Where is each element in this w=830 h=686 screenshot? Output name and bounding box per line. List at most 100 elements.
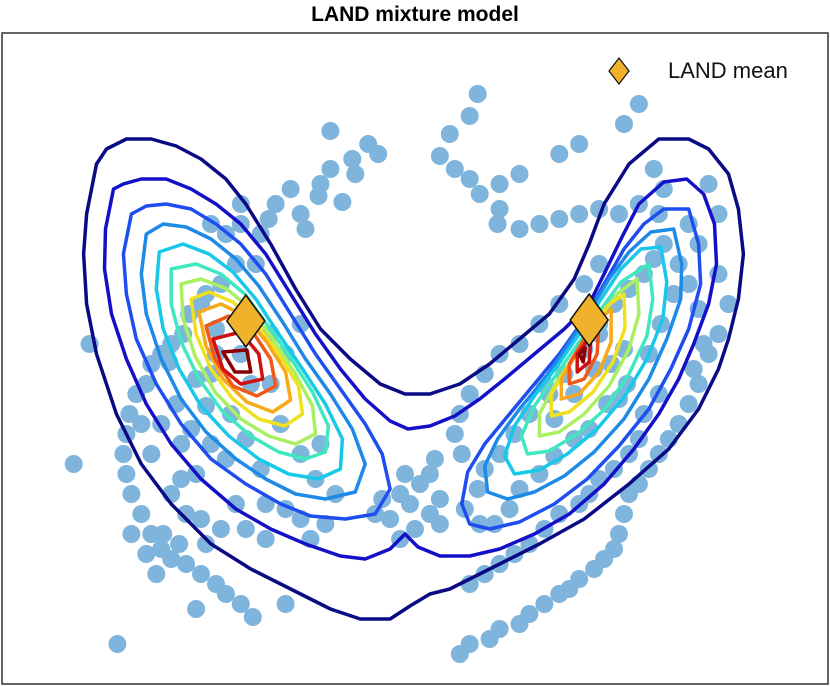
data-point-136 <box>689 375 708 393</box>
data-point-110 <box>406 520 424 538</box>
contour-level-4-4 <box>139 222 367 501</box>
data-point-151 <box>550 585 569 603</box>
data-point-9 <box>296 220 315 238</box>
data-point-116 <box>430 147 449 165</box>
data-point-232 <box>664 285 683 303</box>
data-point-45 <box>243 608 262 626</box>
data-point-118 <box>460 170 479 188</box>
data-point-75 <box>122 525 141 543</box>
data-point-8 <box>291 205 310 223</box>
contour-level-8-12 <box>189 290 305 428</box>
data-point-50 <box>187 600 206 618</box>
data-point-15 <box>231 195 250 213</box>
data-point-2 <box>369 145 388 163</box>
data-point-188 <box>575 275 594 293</box>
data-point-66 <box>226 495 245 513</box>
data-point-18 <box>321 160 340 178</box>
data-point-43 <box>216 585 235 603</box>
data-point-33 <box>114 445 133 463</box>
data-point-56 <box>177 505 196 523</box>
data-points-layer <box>64 85 738 663</box>
data-point-11 <box>251 225 270 243</box>
data-point-100 <box>401 495 419 513</box>
contour-level-3-3 <box>460 207 703 531</box>
data-point-112 <box>430 515 449 533</box>
contour-level-2-1 <box>102 177 719 561</box>
data-point-221 <box>629 95 648 113</box>
data-point-225 <box>490 175 509 193</box>
data-point-49 <box>108 635 127 653</box>
contour-level-4-5 <box>482 227 684 501</box>
data-point-91 <box>236 520 255 538</box>
data-point-191 <box>510 335 529 353</box>
data-point-52 <box>154 525 173 543</box>
data-point-95 <box>316 515 335 533</box>
data-point-46 <box>276 595 295 613</box>
data-point-0 <box>321 122 340 140</box>
data-point-53 <box>142 445 161 463</box>
data-point-197 <box>452 445 471 463</box>
mean-markers-layer <box>225 292 610 349</box>
data-point-41 <box>192 565 210 583</box>
data-point-201 <box>694 335 713 353</box>
contour-level-12-21 <box>577 346 587 364</box>
data-point-87 <box>182 420 201 438</box>
contour-level-1-0 <box>81 137 746 621</box>
data-point-148 <box>585 560 604 578</box>
legend-mean-marker <box>608 57 630 85</box>
data-point-121 <box>488 215 507 233</box>
contour-level-7-10 <box>179 277 318 446</box>
contour-level-12-20 <box>221 348 253 374</box>
data-point-137 <box>679 395 698 413</box>
data-point-122 <box>510 220 529 238</box>
data-point-59 <box>221 405 240 423</box>
data-point-194 <box>460 385 479 403</box>
legend: LAND mean <box>608 57 788 85</box>
legend-entry-label: LAND mean <box>668 58 788 83</box>
data-point-196 <box>445 425 464 443</box>
data-point-152 <box>535 595 554 613</box>
data-point-220 <box>615 115 633 133</box>
data-point-222 <box>570 135 589 153</box>
data-point-31 <box>120 405 139 423</box>
data-point-133 <box>719 295 738 313</box>
data-point-218 <box>699 175 718 193</box>
data-point-104 <box>381 510 400 528</box>
data-point-16 <box>266 195 285 213</box>
data-point-158 <box>450 645 469 663</box>
data-point-125 <box>570 205 589 223</box>
data-point-7 <box>333 193 352 211</box>
data-point-134 <box>709 325 728 343</box>
data-point-159 <box>644 160 663 178</box>
data-point-154 <box>510 615 529 633</box>
data-point-51 <box>170 535 189 553</box>
data-point-72 <box>197 535 215 553</box>
data-point-124 <box>550 210 569 228</box>
data-point-114 <box>460 107 479 125</box>
data-point-145 <box>610 525 628 543</box>
data-point-127 <box>610 205 628 223</box>
contour-level-5-7 <box>502 245 669 476</box>
data-point-117 <box>445 160 464 178</box>
data-point-169 <box>500 500 519 518</box>
data-point-144 <box>615 505 633 523</box>
data-point-223 <box>550 145 569 163</box>
data-point-6 <box>309 187 328 205</box>
data-point-88 <box>172 470 191 488</box>
data-point-4 <box>346 165 365 183</box>
data-point-77 <box>197 397 215 415</box>
chart-title: LAND mixture model <box>311 3 519 26</box>
data-point-140 <box>649 445 668 463</box>
contour-level-11-19 <box>575 334 593 374</box>
land-mean-marker-1 <box>569 292 610 348</box>
contour-level-3-2 <box>121 202 392 521</box>
data-point-90 <box>211 520 230 538</box>
data-point-119 <box>470 185 489 203</box>
data-point-44 <box>231 595 250 613</box>
data-point-102 <box>430 490 449 508</box>
data-point-35 <box>122 485 141 503</box>
data-point-186 <box>654 235 673 253</box>
data-point-107 <box>420 465 439 483</box>
data-point-3 <box>343 150 362 168</box>
